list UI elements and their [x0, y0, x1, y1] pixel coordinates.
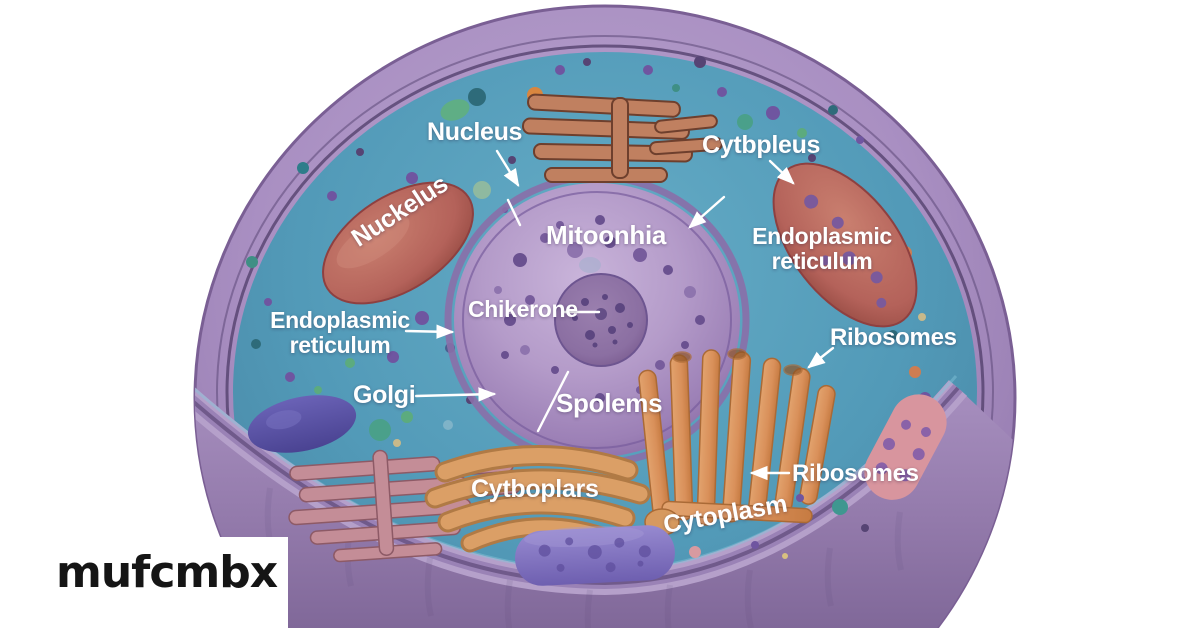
spolems-leader-line: [536, 370, 570, 433]
spolems-label: Spolems: [556, 388, 663, 418]
cytoplasm-granules-front: [689, 494, 869, 559]
nucleus-sphere: [444, 173, 750, 467]
golgi-label: Golgi: [353, 381, 416, 409]
er-left-arrow: [404, 324, 455, 339]
golgi-stack-bottom: [424, 445, 651, 553]
ribosomes-right-label: Ribosomes: [830, 324, 957, 351]
nucleolus: [554, 273, 648, 367]
cytopleus-arrow: [768, 159, 795, 185]
ribosomes-bottom-label: Ribosomes: [792, 460, 919, 487]
organelle-red-left: [322, 181, 474, 305]
ribosomes-right-arrow: [807, 346, 835, 369]
mitoonhia-label: Mitoonhia: [546, 220, 667, 250]
golgi-maze-top: [522, 93, 723, 183]
watermark-logo: mufcmbx: [56, 547, 278, 598]
golgi-maze-left: [288, 449, 521, 563]
vesicle-indigo: [247, 395, 357, 453]
nucleus-label: Nucleus: [427, 118, 523, 146]
nucleus-arrow: [495, 149, 520, 188]
er-right-label: Endoplasmic reticulum: [748, 224, 896, 274]
nucleus-arrow-tail: [506, 198, 522, 227]
er-left-line1: Endoplasmic: [270, 307, 410, 333]
nucleus-right-arrow: [688, 195, 726, 229]
membrane-inner-rings: [216, 35, 994, 628]
golgi-arrow: [414, 387, 497, 402]
er-stack-right: [638, 348, 836, 526]
label-arrows: [404, 149, 835, 481]
er-left-line2: reticulum: [289, 331, 391, 358]
er-right-line2: reticulum: [771, 247, 873, 274]
er-right-line1: Endoplasmic: [752, 223, 892, 249]
cytopleus-label: Cytbpleus: [702, 131, 821, 159]
watermark-box: mufcmbx: [0, 537, 288, 628]
er-left-label: Endoplasmic reticulum: [270, 308, 410, 358]
organelle-capsule-right: [864, 394, 947, 500]
cytoplars-label: Cytboplars: [471, 475, 599, 503]
organelle-capsule-bottom: [515, 525, 675, 586]
chikerone-label: Chikerone: [468, 296, 578, 322]
